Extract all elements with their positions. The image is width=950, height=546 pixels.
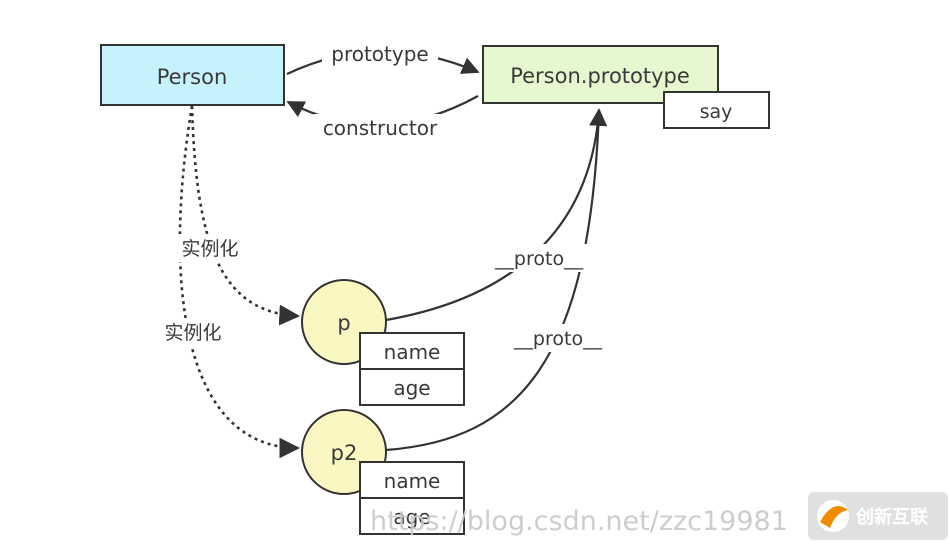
watermark-url: https://blog.csdn.net/zzc19981 bbox=[370, 506, 788, 537]
logo-text: 创新互联 bbox=[855, 506, 928, 528]
constructor-label-bg bbox=[314, 114, 446, 142]
p2-field-name: name bbox=[384, 469, 441, 493]
p2-field-age-box bbox=[359, 497, 465, 535]
instantiate-label-1: 实例化 bbox=[181, 238, 238, 260]
p2-label: p2 bbox=[331, 441, 358, 465]
proto-label-1: __proto__ bbox=[494, 248, 584, 270]
constructor-arrow-label: constructor bbox=[323, 116, 438, 140]
instantiate-label-2-bg bbox=[153, 318, 233, 346]
p-field-name-box bbox=[359, 332, 465, 370]
person-label: Person bbox=[157, 65, 228, 89]
person-box bbox=[100, 44, 285, 106]
p2-field-age: age bbox=[393, 505, 430, 529]
p-label: p bbox=[337, 311, 350, 335]
say-box bbox=[663, 91, 770, 129]
prototype-label-bg bbox=[322, 40, 438, 68]
proto-arrow-p2 bbox=[385, 108, 608, 452]
p-field-name: name bbox=[384, 340, 441, 364]
instantiate-arrow-p2 bbox=[178, 105, 301, 459]
instantiate-label-2: 实例化 bbox=[164, 322, 221, 344]
instantiate-label-1-bg bbox=[172, 234, 248, 262]
p-field-age: age bbox=[393, 376, 430, 400]
say-label: say bbox=[700, 101, 733, 123]
prototype-arrow-label: prototype bbox=[331, 42, 428, 66]
logo-swirl-icon bbox=[817, 500, 849, 532]
logo: 创新互联 bbox=[808, 492, 948, 540]
proto-label-2: __proto__ bbox=[513, 328, 603, 350]
instantiate-arrow-p bbox=[190, 105, 301, 326]
proto-label-2-bg bbox=[502, 324, 614, 352]
proto-label-1-bg bbox=[484, 244, 594, 272]
p-field-age-box bbox=[359, 368, 465, 406]
person-prototype-label: Person.prototype bbox=[510, 64, 690, 88]
